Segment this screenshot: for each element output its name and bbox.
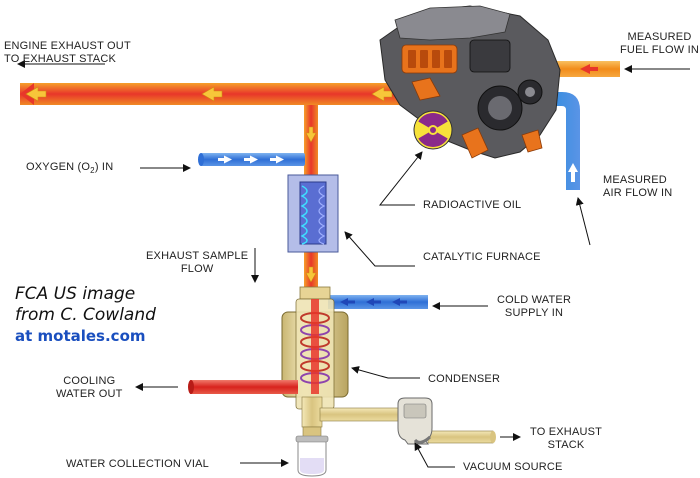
catalytic-furnace [287, 174, 339, 253]
image-credit: FCA US image from C. Cowland at motales.… [15, 284, 156, 345]
arrow-down-icon [305, 266, 317, 283]
arrow-left-icon [580, 64, 598, 74]
label-oxygen-in: OXYGEN (O2) IN [26, 161, 114, 176]
condenser [281, 286, 349, 410]
arrow-left-icon [371, 86, 393, 102]
arrow-right-icon [270, 155, 284, 164]
label-radioactive-oil: RADIOACTIVE OIL [423, 199, 522, 211]
arrow-left-icon [392, 298, 407, 306]
label-measured-air-flow: MEASURED AIR FLOW IN [603, 174, 673, 199]
label-measured-fuel-flow: MEASURED FUEL FLOW IN [620, 31, 699, 56]
arrow-left-icon [25, 86, 47, 102]
label-engine-exhaust-out: ENGINE EXHAUST OUT TO EXHAUST STACK [4, 40, 131, 65]
leader-air-flow [575, 197, 591, 246]
vacuum-line [301, 396, 496, 444]
leader-condenser [351, 366, 420, 379]
leader-catalytic-furnace [344, 231, 415, 267]
arrow-left-icon [201, 86, 223, 102]
cold-water-pipe [328, 295, 428, 309]
label-condenser: CONDENSER [428, 373, 501, 385]
arrow-right-icon [244, 155, 258, 164]
oxygen-inlet-pipe [198, 153, 305, 166]
label-vacuum-source: VACUUM SOURCE [463, 461, 563, 473]
air-inlet-pipe [532, 92, 580, 190]
leader-vacuum-source [414, 442, 455, 468]
label-water-collection-vial: WATER COLLECTION VIAL [66, 458, 209, 470]
callout-lines [17, 60, 690, 468]
exhaust-sample-pipe [304, 105, 318, 287]
label-cooling-water-out: COOLING WATER OUT [56, 375, 123, 400]
arrow-down-icon [305, 126, 317, 143]
label-to-exhaust-stack: TO EXHAUST STACK [530, 426, 603, 451]
cooling-water-pipe [188, 380, 298, 394]
radioactive-icon [413, 110, 453, 150]
arrow-right-icon [218, 155, 232, 164]
water-collection-vial [295, 426, 329, 477]
label-exhaust-sample-flow: EXHAUST SAMPLE FLOW [146, 250, 249, 275]
leader-radioactive-oil [378, 151, 423, 206]
label-cold-water-supply: COLD WATER SUPPLY IN [497, 294, 572, 319]
arrow-left-icon [340, 298, 355, 306]
vacuum-source [397, 397, 433, 445]
credit-site-link[interactable]: at motales.com [15, 327, 146, 345]
engine-illustration [379, 5, 561, 159]
exhaust-flow-arrows [25, 86, 393, 102]
arrow-up-icon [568, 163, 578, 182]
fuel-inlet-pipe [545, 61, 620, 77]
arrow-left-icon [366, 298, 381, 306]
label-catalytic-furnace: CATALYTIC FURNACE [423, 251, 541, 263]
